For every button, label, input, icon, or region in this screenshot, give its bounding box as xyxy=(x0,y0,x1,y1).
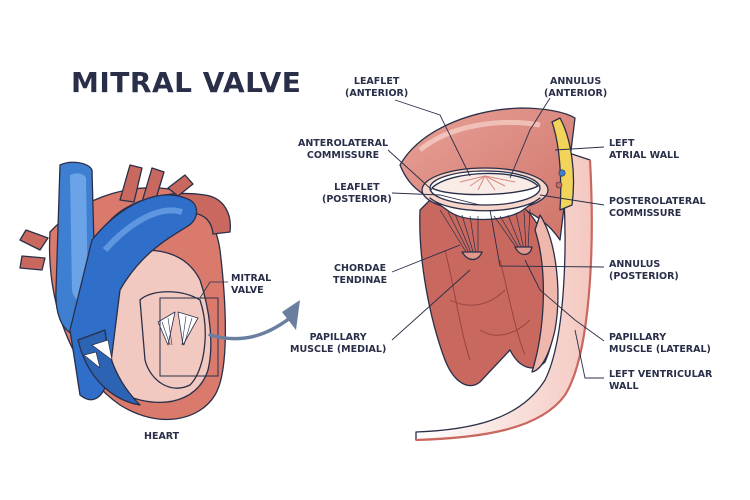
leader-lines xyxy=(387,97,605,379)
label-left-atrial-wall: LEFT ATRIAL WALL xyxy=(609,138,680,161)
atrial-wall-strip xyxy=(551,117,575,211)
chordae-lines xyxy=(439,208,531,256)
label-leaflet-anterior: LEAFLET (ANTERIOR) xyxy=(345,76,409,99)
tricuspid-leaflets xyxy=(83,339,113,369)
page-title: MITRAL VALVE xyxy=(71,66,302,99)
anterior-leaflet xyxy=(431,172,539,196)
label-mitral-valve: MITRAL VALVE xyxy=(231,273,272,296)
mitral-valve-leader xyxy=(199,281,228,299)
label-anterolateral-commissure: ANTEROLATERAL COMMISSURE xyxy=(298,138,389,161)
label-papillary-muscle-medial: PAPILLARY MUSCLE (MEDIAL) xyxy=(290,332,387,355)
label-papillary-muscle-lateral: PAPILLARY MUSCLE (LATERAL) xyxy=(609,332,711,355)
heart-illustration xyxy=(19,161,231,421)
label-leaflet-posterior: LEAFLET (POSTERIOR) xyxy=(322,182,392,205)
posterior-leaflet xyxy=(429,197,541,221)
label-heart: HEART xyxy=(144,431,180,442)
label-posterolateral-commissure: POSTEROLATERAL COMMISSURE xyxy=(609,196,706,219)
label-annulus-posterior: ANNULUS (POSTERIOR) xyxy=(609,259,679,282)
valve-closeup xyxy=(399,107,593,442)
label-left-ventricular-wall: LEFT VENTRICULAR WALL xyxy=(609,369,713,392)
aorta xyxy=(119,164,143,203)
label-chordae-tendinae: CHORDAE TENDINAE xyxy=(333,263,388,286)
label-annulus-anterior: ANNULUS (ANTERIOR) xyxy=(544,76,608,99)
zoom-arrow xyxy=(208,316,292,341)
